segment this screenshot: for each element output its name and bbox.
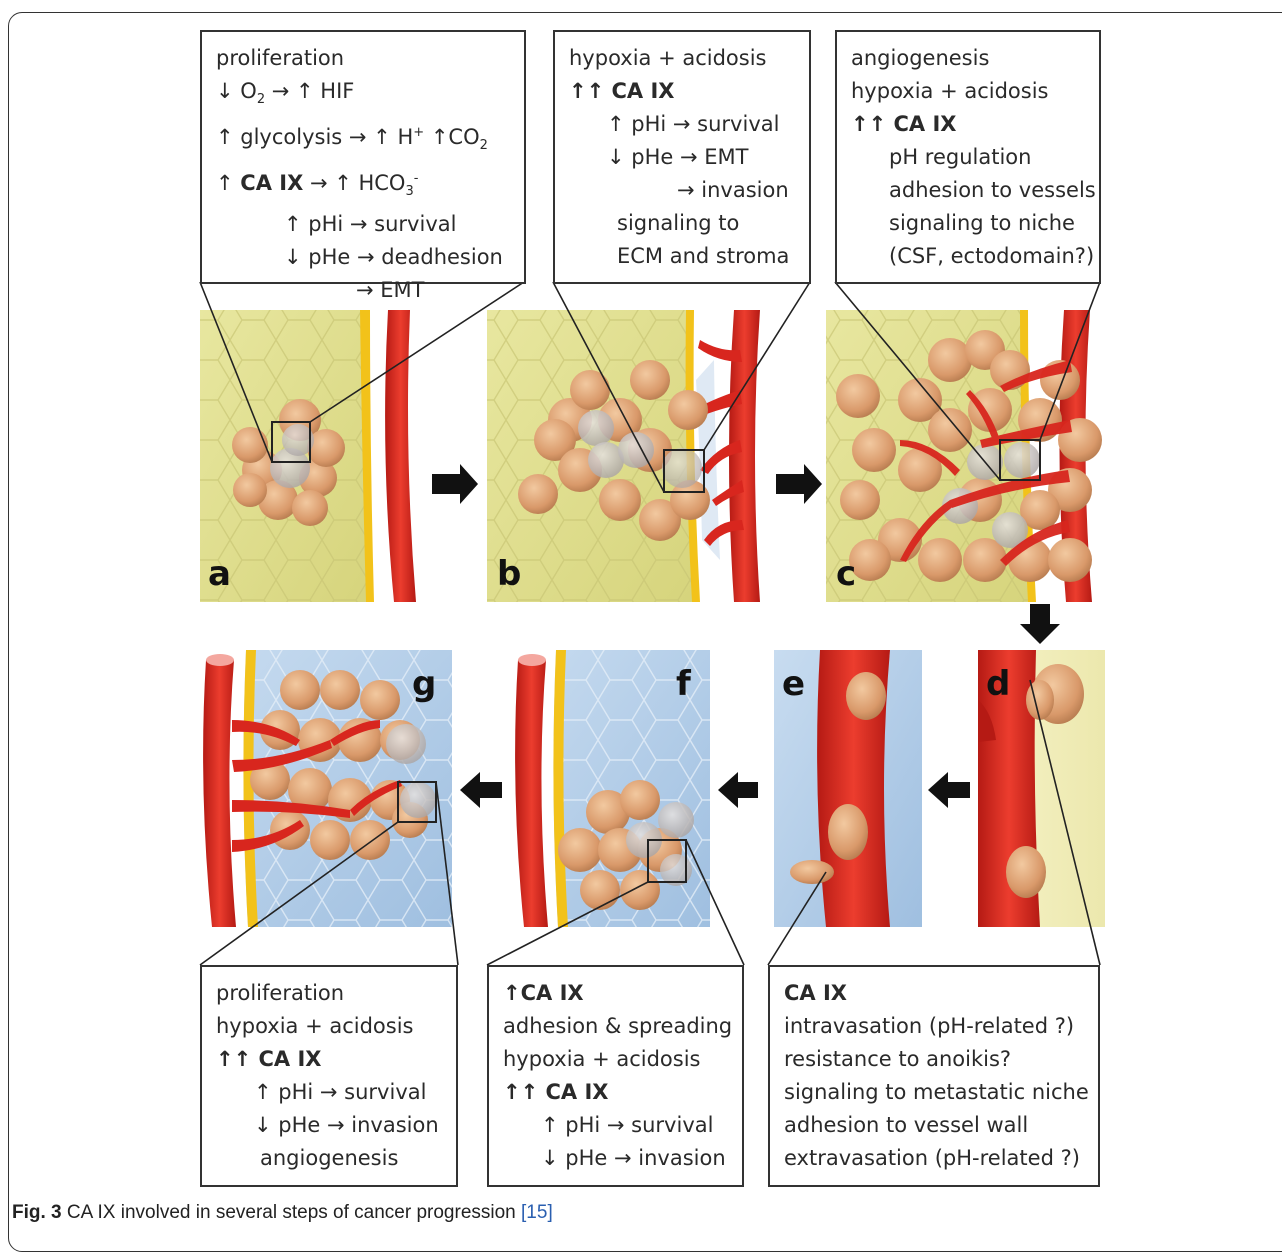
annotation-box-g: proliferation hypoxia + acidosis ↑↑ CA I… [200, 965, 458, 1187]
box-de-line-1: CA IX [784, 977, 1084, 1010]
box-de-line-2: intravasation (pH-related ?) [784, 1010, 1084, 1043]
box-c-line-7: (CSF, ectodomain?) [851, 240, 1085, 273]
box-c-line-2: hypoxia + acidosis [851, 75, 1085, 108]
panel-letter-g: g [412, 664, 436, 704]
box-a-line-3: ↑ glycolysis → ↑ H+ ↑CO2 [216, 116, 510, 162]
box-g-line-2: hypoxia + acidosis [216, 1010, 442, 1043]
box-g-line-6: angiogenesis [216, 1142, 442, 1175]
arrow-b-to-c [776, 464, 822, 504]
arrow-c-to-d [1020, 604, 1060, 644]
arrow-f-to-g [460, 772, 502, 808]
panel-a-illustration [200, 310, 450, 602]
panel-c-illustration [826, 310, 1105, 602]
box-c-line-4: pH regulation [851, 141, 1085, 174]
box-a-line-2: ↓ O2 → ↑ HIF [216, 75, 510, 116]
box-a-line-5: ↑ pHi → survival [216, 208, 510, 241]
box-b-line-6: signaling to [569, 207, 795, 240]
box-g-line-4: ↑ pHi → survival [216, 1076, 442, 1109]
arrow-e-to-f [718, 772, 758, 808]
box-c-line-5: adhesion to vessels [851, 174, 1085, 207]
box-a-line-6: ↓ pHe → deadhesion [216, 241, 510, 274]
annotation-box-de: CA IX intravasation (pH-related ?) resis… [768, 965, 1100, 1187]
box-b-line-5: → invasion [569, 174, 795, 207]
annotation-box-b: hypoxia + acidosis ↑↑ CA IX ↑ pHi → surv… [553, 30, 811, 284]
panel-letter-a: a [208, 554, 231, 594]
caption-label: Fig. 3 [12, 1202, 62, 1223]
box-f-line-2: adhesion & spreading [503, 1010, 728, 1043]
box-a-line-4: ↑ CA IX → ↑ HCO3- [216, 162, 510, 208]
annotation-box-a: proliferation ↓ O2 → ↑ HIF ↑ glycolysis … [200, 30, 526, 284]
box-c-line-3: ↑↑ CA IX [851, 108, 1085, 141]
box-g-line-5: ↓ pHe → invasion [216, 1109, 442, 1142]
box-b-line-4: ↓ pHe → EMT [569, 141, 795, 174]
box-b-line-2: ↑↑ CA IX [569, 75, 795, 108]
panel-letter-e: e [782, 664, 805, 704]
panel-letter-d: d [986, 664, 1010, 704]
panel-letter-f: f [676, 664, 692, 704]
box-b-line-1: hypoxia + acidosis [569, 42, 795, 75]
box-c-line-6: signaling to niche [851, 207, 1085, 240]
figure-caption: Fig. 3 CA IX involved in several steps o… [12, 1202, 553, 1224]
annotation-box-f: ↑CA IX adhesion & spreading hypoxia + ac… [487, 965, 744, 1187]
box-c-line-1: angiogenesis [851, 42, 1085, 75]
box-de-line-6: extravasation (pH-related ?) [784, 1142, 1084, 1175]
box-a-line-7: → EMT [216, 274, 510, 307]
caption-reference-link[interactable]: [15] [521, 1202, 553, 1223]
box-f-line-4: ↑↑ CA IX [503, 1076, 728, 1109]
panel-letter-c: c [836, 554, 856, 594]
box-f-line-1: ↑CA IX [503, 977, 728, 1010]
box-f-line-6: ↓ pHe → invasion [503, 1142, 728, 1175]
box-f-line-3: hypoxia + acidosis [503, 1043, 728, 1076]
box-de-line-3: resistance to anoikis? [784, 1043, 1084, 1076]
panel-b-illustration [487, 310, 775, 602]
box-b-line-3: ↑ pHi → survival [569, 108, 795, 141]
box-b-line-7: ECM and stroma [569, 240, 795, 273]
box-de-line-4: signaling to metastatic niche [784, 1076, 1084, 1109]
box-g-line-1: proliferation [216, 977, 442, 1010]
annotation-box-c: angiogenesis hypoxia + acidosis ↑↑ CA IX… [835, 30, 1101, 284]
caption-text: CA IX involved in several steps of cance… [62, 1202, 521, 1223]
panel-letter-b: b [497, 554, 521, 594]
box-g-line-3: ↑↑ CA IX [216, 1043, 442, 1076]
box-de-line-5: adhesion to vessel wall [784, 1109, 1084, 1142]
box-a-line-1: proliferation [216, 42, 510, 75]
box-f-line-5: ↑ pHi → survival [503, 1109, 728, 1142]
arrow-d-to-e [928, 772, 970, 808]
